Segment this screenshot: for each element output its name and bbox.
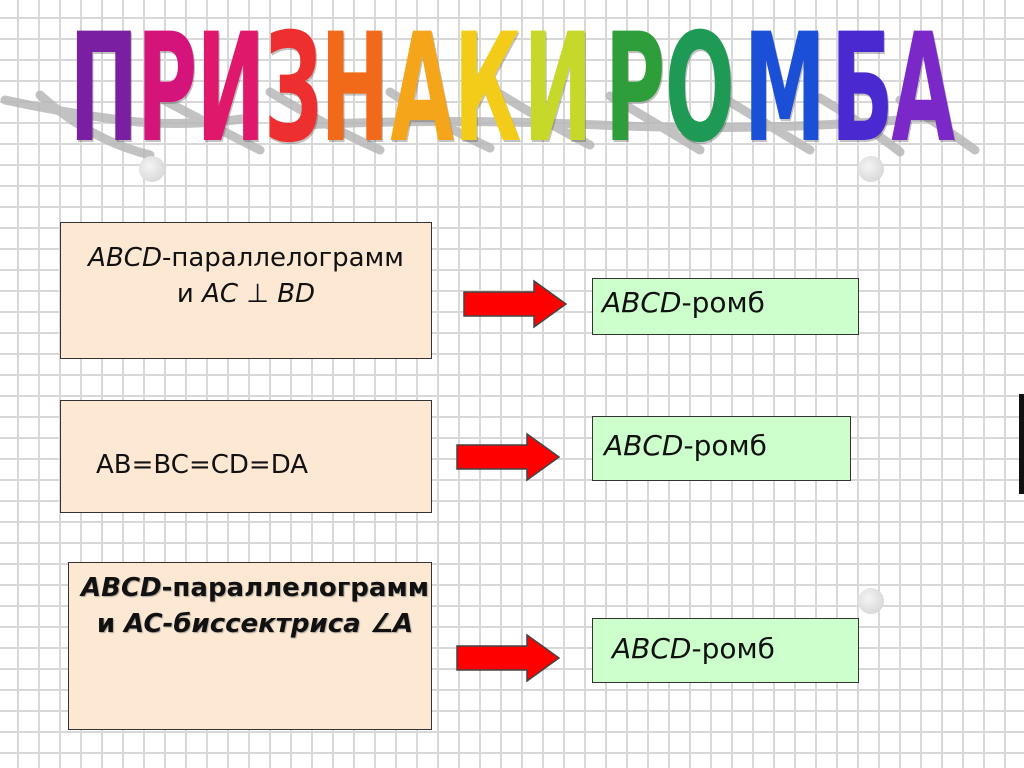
title-letter: П: [69, 2, 138, 176]
condition-line: и AC-биссектриса ∠A: [80, 606, 430, 642]
title-letter: М: [743, 2, 825, 176]
title-letter: Р: [604, 2, 665, 176]
result-rest: -ромб: [681, 286, 765, 319]
result-text-3: ABCD-ромб: [612, 632, 775, 666]
result-rest: -ромб: [683, 429, 767, 462]
edge-mark: [1019, 394, 1024, 494]
condition-box-1: [60, 222, 432, 359]
condition-box-3: [68, 562, 432, 730]
condition-equation: AB=BC=CD=DA: [96, 450, 309, 480]
arrow-right-icon: [456, 633, 561, 683]
title-letter: Н: [320, 2, 390, 176]
condition-text-1: ABCD-параллелограмм и AC ⊥ BD: [66, 240, 426, 312]
condition-math: AC ⊥ BD: [202, 279, 316, 309]
title-letter: Б: [830, 2, 894, 176]
decorative-dot: [858, 156, 884, 182]
title-letter: Р: [137, 2, 197, 176]
result-figure: ABCD: [612, 632, 692, 665]
result-box-1: [592, 278, 859, 335]
result-box-2: [592, 416, 851, 481]
result-box-3: [592, 618, 859, 683]
title-letter: А: [891, 2, 955, 176]
condition-text-3: ABCD-параллелограмм и AC-биссектриса ∠A: [80, 570, 430, 642]
title-shadow-decoration: [0, 87, 980, 160]
arrow-right-icon: [463, 279, 568, 329]
condition-text-2: AB=BC=CD=DA: [96, 449, 308, 481]
title-letter: И: [196, 2, 266, 176]
decorative-dot: [139, 156, 165, 182]
result-figure: ABCD: [602, 286, 682, 319]
arrow-right-icon: [456, 432, 561, 482]
condition-line: и AC ⊥ BD: [66, 276, 426, 312]
title-letter: А: [390, 2, 454, 176]
condition-suffix: -биссектриса ∠A: [162, 609, 414, 639]
page-title: П Р И З Н А К И Р О М Б А: [40, 14, 980, 184]
condition-figure: ABCD: [88, 243, 162, 273]
title-letter: З: [263, 2, 323, 176]
condition-line: ABCD-параллелограмм: [80, 570, 430, 606]
result-text-1: ABCD-ромб: [602, 286, 765, 320]
condition-line: ABCD-параллелограмм: [66, 240, 426, 276]
condition-rest: -параллелограмм: [161, 243, 404, 273]
condition-box-2: [60, 400, 432, 513]
title-area: П Р И З Н А К И Р О М Б А: [0, 0, 1024, 190]
decorative-dot: [858, 588, 884, 614]
title-letter: О: [664, 2, 735, 176]
condition-prefix: и: [176, 279, 203, 309]
result-rest: -ромб: [691, 632, 775, 665]
condition-figure: ABCD: [81, 573, 162, 603]
condition-rest: -параллелограмм: [161, 573, 429, 603]
title-letter: И: [522, 2, 592, 176]
condition-prefix: и: [96, 609, 125, 639]
result-figure: ABCD: [604, 429, 684, 462]
result-text-2: ABCD-ромб: [604, 429, 767, 463]
title-letter: К: [453, 2, 521, 176]
condition-math: AC: [124, 609, 163, 639]
